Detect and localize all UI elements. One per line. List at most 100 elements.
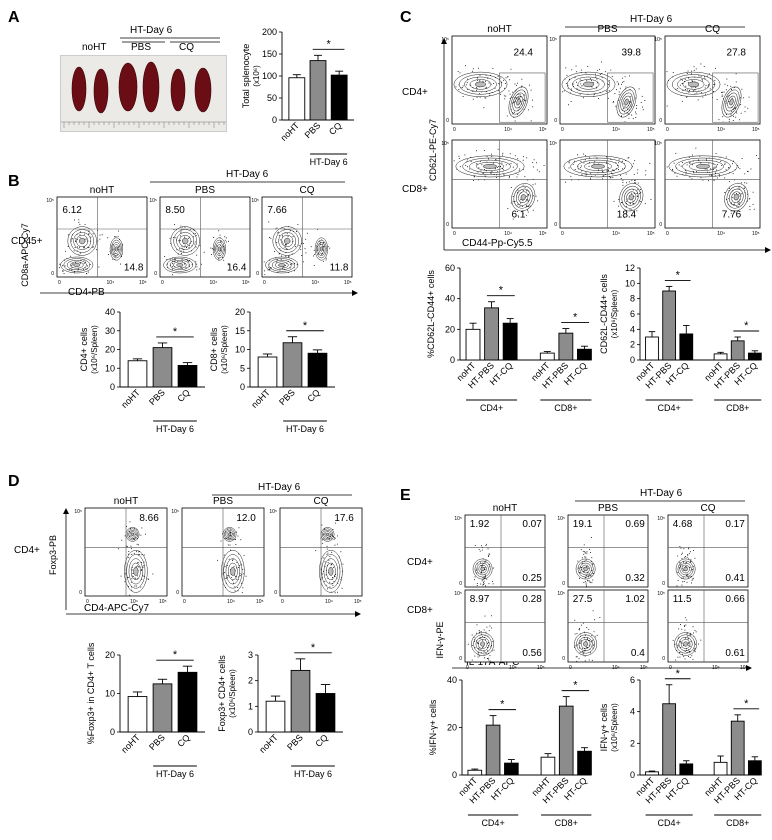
event-dot (486, 91, 487, 92)
event-dot (79, 234, 81, 236)
event-dot (680, 566, 682, 567)
event-dot (190, 228, 192, 230)
bar (290, 669, 311, 733)
event-dot (729, 187, 730, 189)
event-dot (287, 236, 289, 238)
event-dot (618, 91, 620, 93)
event-dot (492, 68, 494, 69)
significance-star: * (311, 642, 316, 654)
event-dot (480, 562, 481, 564)
event-dot (722, 116, 724, 118)
event-dot (715, 166, 717, 168)
event-dot (615, 162, 617, 164)
event-dot (482, 80, 484, 82)
event-dot (479, 96, 481, 98)
event-dot (594, 161, 596, 163)
event-dot (686, 652, 688, 653)
contour-line (464, 76, 497, 93)
event-dot (728, 101, 730, 103)
bar (502, 322, 518, 361)
event-dot (83, 247, 84, 249)
event-dot (322, 243, 324, 245)
quadrant-value-br: 0.32 (625, 573, 645, 584)
contour-line (577, 560, 594, 578)
event-dot (606, 170, 608, 172)
event-dot (306, 232, 308, 234)
event-dot (130, 528, 131, 529)
event-dot (486, 156, 488, 157)
event-dot (142, 575, 144, 577)
contour-line (319, 550, 343, 593)
plot-column-title: CQ (300, 185, 315, 196)
tick-label: 10⁵ (354, 599, 362, 605)
event-dot (483, 629, 485, 631)
x-tick-label: PBS (285, 732, 305, 752)
event-dot (634, 180, 635, 181)
plot-frame (56, 196, 148, 278)
event-dot (183, 246, 185, 248)
event-dot (236, 567, 238, 569)
event-dot (322, 253, 324, 254)
event-dot (585, 174, 587, 176)
event-dot (576, 660, 578, 662)
contour-line (321, 554, 341, 589)
event-dot (619, 87, 621, 89)
event-dot (570, 175, 572, 177)
event-dot (229, 544, 231, 546)
event-dot (585, 582, 587, 584)
photo-label-cq: CQ (179, 42, 194, 53)
event-dot (340, 551, 342, 553)
contour-line (621, 185, 641, 209)
event-dot (535, 195, 537, 197)
event-dot (636, 210, 638, 212)
tick-label: 0 (459, 656, 462, 662)
contour-line (584, 161, 612, 171)
event-dot (328, 559, 330, 561)
contour-line (721, 86, 742, 118)
event-dot (79, 223, 81, 225)
event-dot (685, 556, 686, 557)
event-dot (139, 554, 141, 556)
event-dot (598, 98, 599, 99)
event-dot (714, 79, 716, 81)
y-axis-label: Total splenocyte (241, 44, 251, 109)
event-dot (689, 162, 691, 163)
event-dot (213, 248, 215, 250)
tick-label: 10⁵ (654, 141, 662, 147)
event-dot (532, 106, 534, 108)
event-dot (281, 255, 282, 257)
x-tick-label: CQ (305, 387, 322, 404)
y-axis-label-unit: (x10⁶/Spleen) (220, 325, 229, 374)
event-dot (523, 98, 525, 100)
event-dot (318, 243, 320, 245)
event-dot (587, 66, 589, 67)
event-dot (235, 575, 236, 577)
gate-box (712, 72, 759, 123)
event-dot (744, 192, 746, 194)
event-dot (87, 265, 88, 267)
event-dot (738, 166, 739, 168)
contour-line (682, 79, 705, 90)
event-dot (85, 261, 86, 263)
gate-value: 27.8 (727, 47, 747, 58)
event-dot (736, 112, 738, 114)
event-dot (596, 634, 598, 636)
tick-label: 0 (281, 599, 284, 605)
event-dot (504, 83, 506, 84)
y-axis-label: %CD62L-CD44+ cells (426, 270, 436, 358)
event-dot (129, 521, 131, 523)
event-dot (492, 583, 494, 585)
event-dot (684, 626, 685, 627)
event-dot (318, 241, 320, 242)
event-dot (585, 171, 587, 173)
event-dot (264, 274, 266, 276)
significance-star: * (744, 320, 749, 332)
event-dot (606, 90, 607, 92)
event-dot (292, 236, 294, 237)
group-label: CD4+ (480, 403, 503, 413)
event-dot (609, 176, 610, 178)
event-dot (713, 91, 714, 92)
y-tick-label: 0 (450, 355, 455, 365)
event-dot (291, 253, 293, 255)
event-dot (615, 168, 617, 170)
